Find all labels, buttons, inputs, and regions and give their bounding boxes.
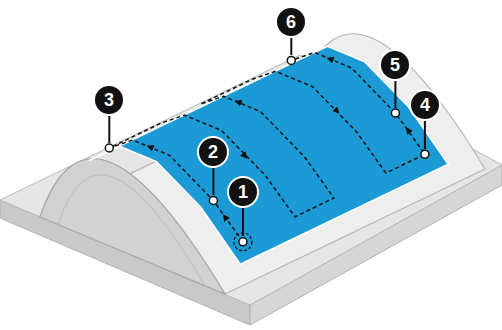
callout-number: 5 — [379, 49, 411, 81]
callout-number: 6 — [275, 6, 307, 38]
start-ring — [234, 233, 252, 251]
route-arrows — [150, 59, 412, 224]
callout-number: 2 — [197, 136, 229, 168]
leader-line — [242, 208, 244, 236]
point-dots — [105, 56, 429, 245]
route-arrow — [238, 102, 246, 105]
callout-number: 1 — [227, 176, 259, 208]
route-arrow — [330, 59, 336, 61]
point-dot — [209, 197, 217, 205]
leader-line — [394, 81, 396, 108]
callout-number: 3 — [93, 84, 125, 116]
route-arrow — [330, 104, 337, 111]
leader-line — [212, 168, 214, 195]
arch-inner-edge — [58, 175, 205, 286]
callout-number: 4 — [409, 89, 441, 121]
route-arrow — [225, 217, 230, 224]
route-arrow — [150, 147, 160, 151]
leader-line — [424, 121, 426, 149]
leader-line — [290, 38, 292, 55]
point-dot — [105, 144, 113, 152]
arched-surface — [40, 34, 485, 294]
route-arrow — [408, 130, 412, 136]
point-dot — [287, 56, 295, 64]
blue-area — [89, 46, 448, 264]
leader-line — [108, 116, 110, 143]
point-dot — [421, 150, 429, 158]
dashed-route — [109, 53, 425, 242]
leader-lines — [109, 38, 425, 236]
point-dot — [391, 109, 399, 117]
point-dot — [239, 238, 247, 246]
route-arrow — [238, 148, 245, 156]
